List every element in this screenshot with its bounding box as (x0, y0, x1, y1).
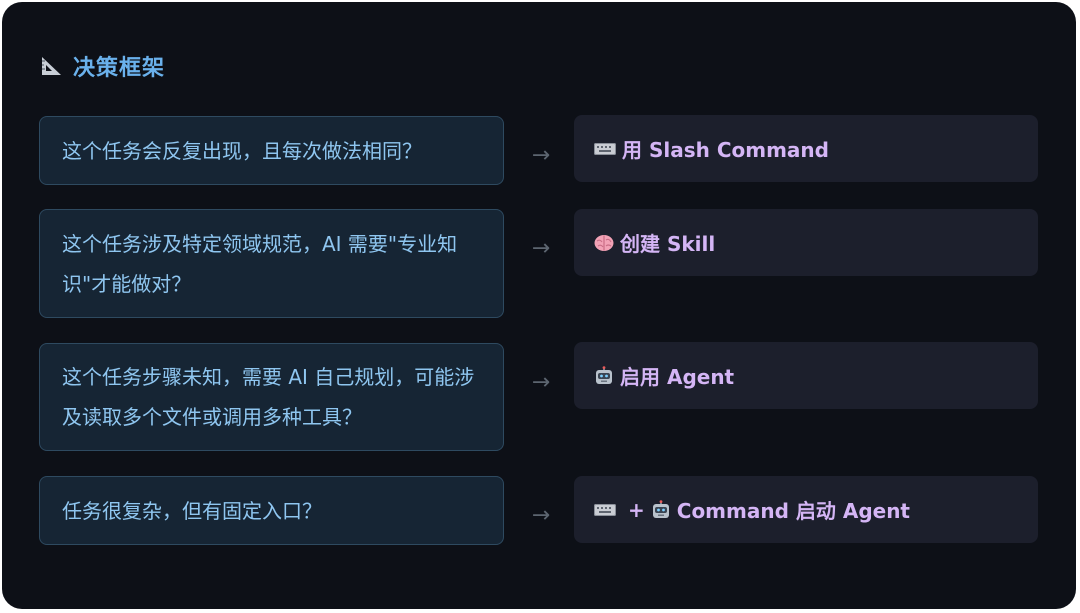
robot-icon (594, 365, 614, 386)
question-text: 这个任务步骤未知，需要 AI 自己规划，可能涉及读取多个文件或调用多种工具？ (62, 365, 475, 429)
page-title: 决策框架 (40, 50, 165, 82)
question-text: 任务很复杂，但有固定入口？ (62, 498, 322, 523)
page-title-text: 决策框架 (73, 56, 166, 81)
question-box-3: 这个任务步骤未知，需要 AI 自己规划，可能涉及读取多个文件或调用多种工具？ (39, 343, 504, 451)
answer-text: 启用 Agent (620, 365, 735, 389)
answer-box-4: + Command 启动 Agent (574, 476, 1038, 543)
plus-sign: + (628, 497, 645, 522)
arrow-icon: → (531, 503, 551, 528)
answer-text: 用 Slash Command (622, 138, 829, 162)
answer-text: Command 启动 Agent (676, 499, 910, 523)
answer-box-2: 创建 Skill (574, 209, 1038, 276)
question-box-2: 这个任务涉及特定领域规范，AI 需要"专业知识"才能做对？ (39, 209, 504, 318)
answer-box-1: 用 Slash Command (574, 115, 1038, 182)
arrow-icon: → (531, 143, 551, 168)
brain-icon (594, 234, 614, 252)
question-text: 这个任务涉及特定领域规范，AI 需要"专业知识"才能做对？ (62, 231, 458, 296)
answer-box-3: 启用 Agent (574, 342, 1038, 409)
arrow-icon: → (531, 370, 551, 395)
keyboard-icon (594, 142, 616, 155)
robot-icon (651, 499, 671, 520)
triangle-ruler-icon (40, 54, 64, 78)
keyboard-icon (594, 503, 616, 516)
question-box-4: 任务很复杂，但有固定入口？ (39, 476, 504, 545)
arrow-icon: → (531, 236, 551, 261)
answer-text: 创建 Skill (620, 232, 716, 256)
question-text: 这个任务会反复出现，且每次做法相同？ (62, 138, 422, 163)
question-box-1: 这个任务会反复出现，且每次做法相同？ (39, 116, 504, 185)
